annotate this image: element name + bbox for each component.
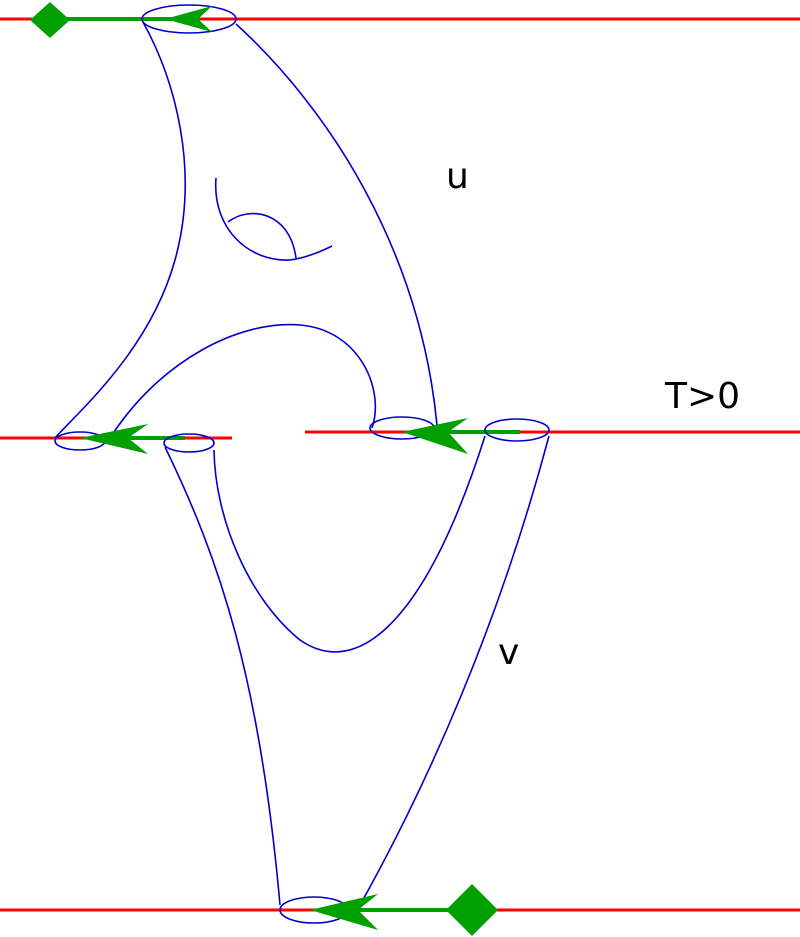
v-top-right-circle bbox=[484, 418, 550, 442]
u-right-edge bbox=[235, 23, 438, 426]
green-segments bbox=[50, 17, 520, 912]
middle-right-arrow-icon bbox=[402, 418, 468, 454]
u-top-boundary-circle bbox=[141, 4, 237, 34]
v-top-left-circle bbox=[163, 433, 215, 453]
bottom-arrow-icon bbox=[310, 894, 378, 930]
u-left-edge bbox=[54, 21, 186, 439]
v-inner-arch bbox=[213, 435, 486, 653]
top-arrow-icon bbox=[165, 6, 212, 32]
v-right-outer-edge bbox=[359, 435, 550, 906]
u-handle-outer bbox=[109, 323, 377, 439]
middle-left-arrow-icon bbox=[80, 424, 148, 454]
u-genus-arc-small bbox=[227, 212, 297, 259]
u-genus-arc-large bbox=[215, 177, 333, 261]
surface-v bbox=[163, 418, 550, 924]
bottom-diamond-marker-icon bbox=[446, 884, 498, 936]
red-lines bbox=[0, 17, 800, 912]
surface-u bbox=[54, 4, 438, 451]
diamond-markers bbox=[30, 2, 498, 936]
arrowheads bbox=[80, 6, 468, 930]
top-diamond-marker-icon bbox=[30, 2, 70, 38]
v-left-outer-edge bbox=[164, 446, 281, 906]
label-u: u bbox=[446, 156, 469, 197]
label-t: T>0 bbox=[664, 376, 740, 417]
label-v: v bbox=[498, 632, 519, 673]
